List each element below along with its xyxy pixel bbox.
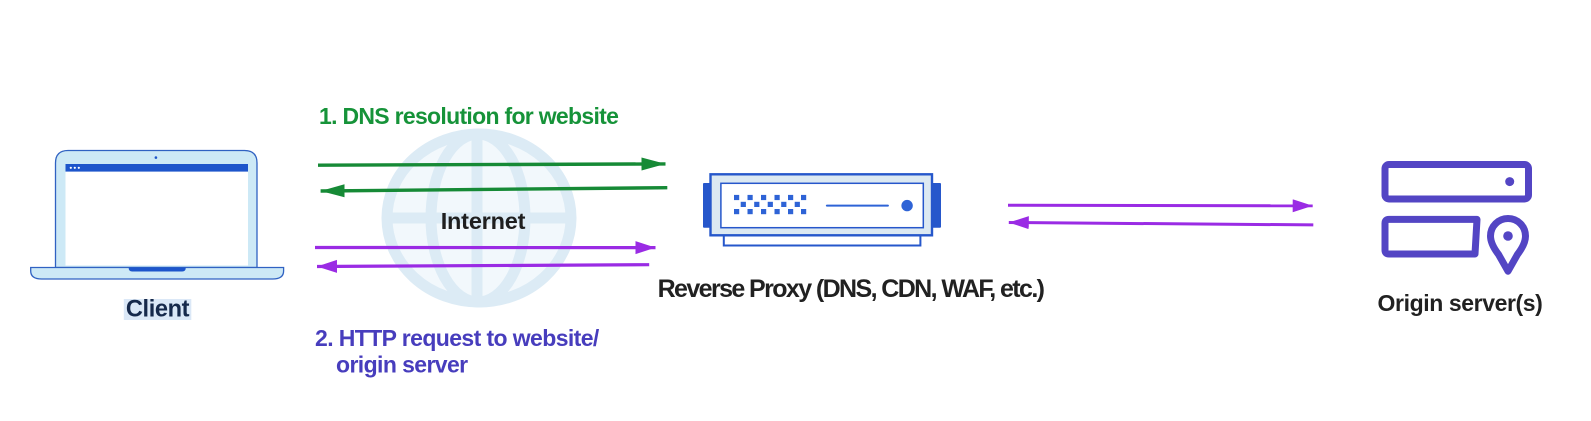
svg-text:origin server: origin server	[336, 352, 468, 378]
svg-text:Internet: Internet	[441, 208, 526, 234]
svg-text:1. DNS resolution for website: 1. DNS resolution for website	[319, 103, 618, 129]
svg-text:2. HTTP request to website/: 2. HTTP request to website/	[315, 325, 600, 351]
svg-text:Client: Client	[126, 297, 190, 323]
svg-text:Reverse Proxy (DNS, CDN, WAF,: Reverse Proxy (DNS, CDN, WAF, etc.)	[658, 275, 1045, 303]
svg-text:Origin server(s): Origin server(s)	[1378, 290, 1543, 316]
